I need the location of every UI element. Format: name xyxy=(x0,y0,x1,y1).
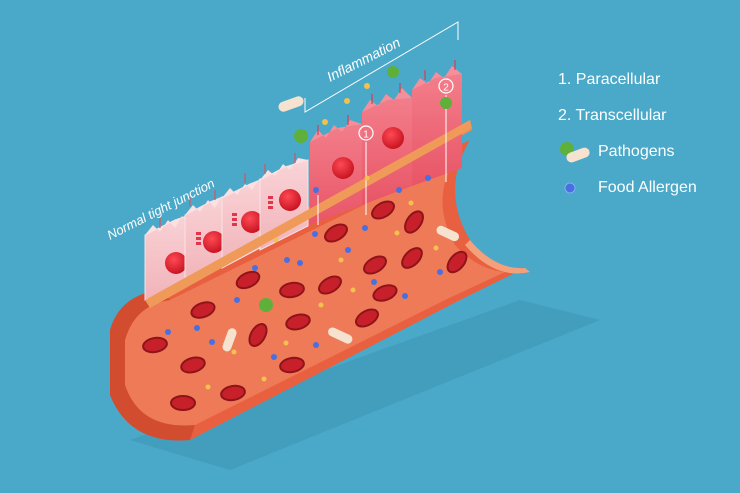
nutrient-dots xyxy=(205,175,439,390)
legend-item-pathogens: Pathogens xyxy=(558,134,697,170)
legend-item-paracellular: 1. Paracellular xyxy=(558,62,697,98)
legend-label-transcellular: 2. Transcellular xyxy=(558,107,667,124)
marker-1: 1 xyxy=(358,125,374,141)
marker-2-label: 2 xyxy=(443,83,449,94)
pathogen-icon xyxy=(558,140,592,164)
red-blood-cells xyxy=(142,200,468,411)
legend-label-paracellular: 1. Paracellular xyxy=(558,71,661,88)
marker-1-label: 1 xyxy=(363,130,369,141)
legend-item-transcellular: 2. Transcellular xyxy=(558,98,697,134)
vessel-cut-edge xyxy=(110,290,195,441)
inflamed-cells xyxy=(310,60,462,225)
basement-strip xyxy=(145,120,472,308)
vessel-right-rim xyxy=(465,240,530,274)
food-allergens xyxy=(165,175,443,360)
allergen-icon xyxy=(558,176,592,200)
legend-label-pathogens: Pathogens xyxy=(598,143,675,160)
legend-label-food-allergen: Food Allergen xyxy=(598,179,697,196)
marker-2: 2 xyxy=(438,78,454,94)
floating-particles xyxy=(278,66,452,143)
legend-item-food-allergen: Food Allergen xyxy=(558,170,697,206)
pathogens-in-vessel xyxy=(222,225,460,352)
vessel-shadow xyxy=(130,300,600,470)
legend: 1. Paracellular 2. Transcellular Pathoge… xyxy=(558,62,697,206)
